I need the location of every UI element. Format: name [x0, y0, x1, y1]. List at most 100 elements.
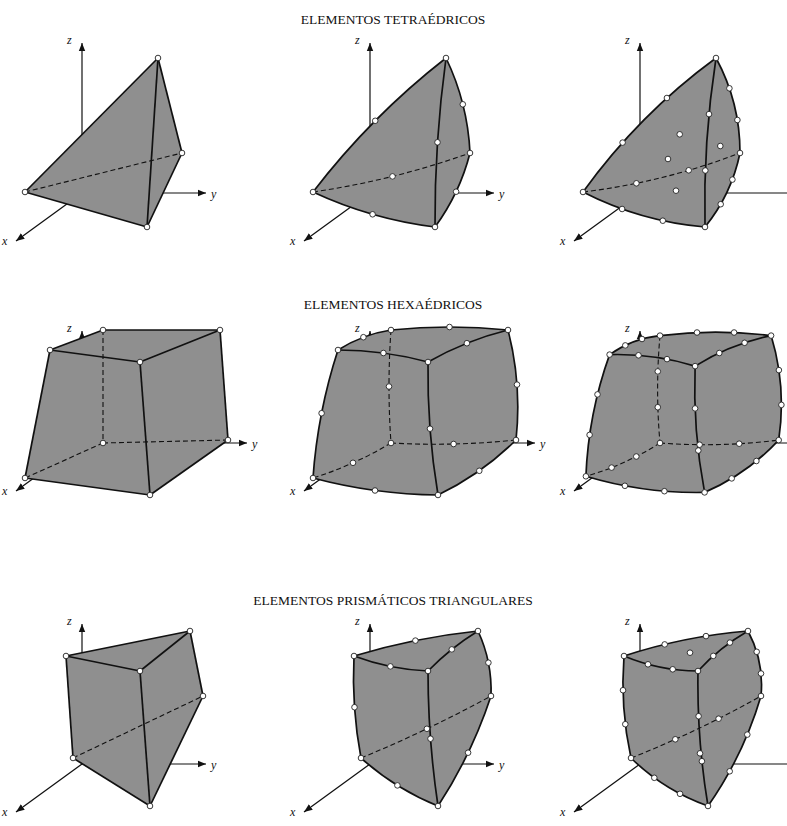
element-node	[727, 86, 733, 92]
element-edge	[438, 696, 491, 806]
element-node	[595, 392, 601, 398]
element-node	[703, 633, 709, 639]
element-node	[639, 336, 645, 342]
element-node	[505, 327, 511, 333]
element-node	[388, 327, 394, 333]
element-node	[217, 327, 223, 333]
element-node	[144, 224, 150, 230]
element-node	[449, 647, 455, 653]
element-node	[147, 492, 153, 498]
element-node	[619, 206, 625, 212]
element-node	[686, 168, 692, 174]
element-node	[729, 476, 735, 482]
element-node	[386, 384, 392, 390]
element-node	[779, 402, 785, 408]
element-node	[730, 177, 736, 183]
element-node	[372, 118, 378, 124]
element-edge	[25, 58, 158, 192]
element-edge	[623, 656, 631, 758]
axis-label: y	[499, 188, 504, 202]
element-edge	[624, 631, 748, 656]
element-node	[727, 769, 733, 775]
element-node	[381, 350, 387, 356]
element-edge	[66, 656, 73, 758]
element-node	[467, 150, 473, 156]
element-node	[696, 448, 702, 454]
element-node	[179, 150, 185, 156]
element-node	[200, 693, 206, 699]
element-node	[703, 168, 709, 174]
element-node	[351, 653, 357, 659]
element-node	[716, 716, 722, 722]
x-axis	[574, 764, 640, 812]
section-heading: ELEMENTOS HEXAÉDRICOS	[304, 297, 483, 313]
element-node	[754, 458, 760, 464]
element-node	[711, 653, 717, 659]
element-node	[776, 367, 782, 373]
element-node	[736, 441, 742, 447]
element-node	[225, 437, 231, 443]
element-node	[717, 350, 723, 356]
element-face	[313, 327, 518, 495]
hidden-edge	[25, 443, 103, 478]
element-node	[47, 347, 53, 353]
element-edge	[583, 58, 716, 192]
element-node	[655, 404, 661, 410]
element-edge	[338, 350, 428, 362]
axis-label: y	[211, 759, 216, 773]
element-node	[758, 671, 764, 677]
element-edge	[610, 354, 696, 366]
element-node	[655, 369, 661, 375]
element-face	[583, 58, 740, 227]
element-node	[768, 333, 774, 339]
element-node	[634, 181, 640, 187]
axis-label: x	[560, 806, 565, 820]
element-node	[692, 363, 698, 369]
element-node	[620, 687, 626, 693]
hidden-edge	[660, 440, 779, 445]
element-edge	[140, 330, 220, 362]
element-node	[453, 189, 459, 195]
element-node	[664, 95, 670, 101]
element-node	[623, 721, 629, 727]
element-node	[687, 650, 693, 656]
element-node	[622, 483, 628, 489]
element-edge	[147, 153, 182, 227]
element-node	[460, 102, 466, 108]
element-node	[702, 490, 708, 496]
axis-label: x	[560, 235, 565, 249]
element-node	[692, 406, 698, 412]
element-edge	[428, 330, 508, 362]
hidden-edge	[103, 440, 228, 443]
section-heading: ELEMENTOS PRISMÁTICOS TRIANGULARES	[253, 593, 532, 609]
element-node	[100, 440, 106, 446]
element-edge	[705, 58, 716, 227]
element-node	[70, 755, 76, 761]
x-axis	[16, 764, 82, 812]
element-edge	[354, 631, 478, 656]
element-node	[621, 653, 627, 659]
axis-label: y	[252, 438, 257, 452]
element-edge	[140, 631, 190, 671]
element-edge	[25, 478, 150, 495]
element-node	[477, 468, 483, 474]
element-node	[657, 440, 663, 446]
element-edge	[708, 696, 761, 806]
element-edge	[695, 366, 705, 492]
hidden-edge	[313, 153, 470, 192]
element-node	[361, 334, 367, 340]
element-node	[352, 704, 358, 710]
element-node	[100, 327, 106, 333]
element-node	[435, 803, 441, 809]
element-node	[435, 140, 441, 146]
element-node	[677, 132, 683, 138]
element-node	[335, 347, 341, 353]
element-node	[390, 174, 396, 180]
hidden-edge	[313, 443, 391, 478]
element-node	[697, 442, 703, 448]
element-node	[745, 628, 751, 634]
element-node	[662, 642, 668, 648]
element-face	[353, 631, 491, 806]
element-face	[66, 631, 203, 806]
